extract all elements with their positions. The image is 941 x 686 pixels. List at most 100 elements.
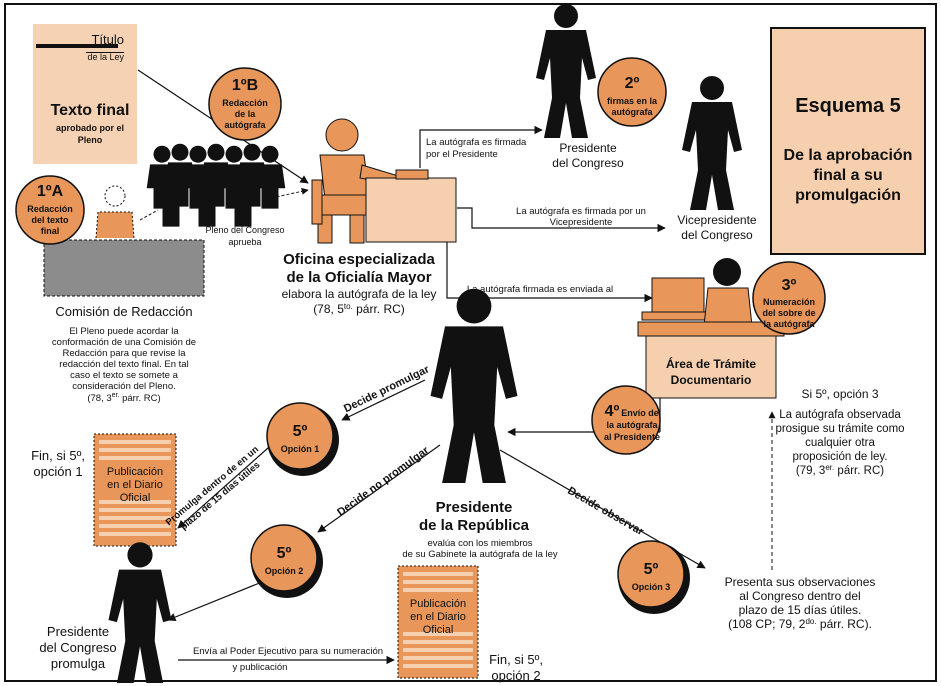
svg-text:la autógrafa: la autógrafa xyxy=(763,319,815,329)
tramite-label-1: Área de Trámite xyxy=(666,356,756,371)
pres-rep-label-2: de la República xyxy=(419,517,530,534)
document-texto-final: Título de la Ley Texto final aprobado po… xyxy=(33,24,137,164)
svg-text:Presenta sus observaciones: Presenta sus observaciones xyxy=(725,575,876,589)
svg-text:Numeración: Numeración xyxy=(763,297,815,307)
svg-text:1ºA: 1ºA xyxy=(37,183,64,200)
arrow-decide-promulgar xyxy=(341,379,426,421)
pleno-label-1: Pleno del Congreso xyxy=(205,225,284,235)
arrow-signed-pres-1: La autógrafa es firmada xyxy=(426,137,527,148)
pleno-crowd xyxy=(146,143,286,227)
svg-text:caso el texto se somete a: caso el texto se somete a xyxy=(70,370,178,381)
vicepres-label-2: del Congreso xyxy=(681,228,753,242)
svg-text:Si 5º, opción 3: Si 5º, opción 3 xyxy=(801,387,878,401)
commission-title: Comisión de Redacción xyxy=(55,304,192,319)
step-2-circle: 2º firmas en la autógrafa xyxy=(597,57,667,127)
arrow-to-tramite xyxy=(446,242,653,303)
fin2-line-2: opción 2 xyxy=(491,668,540,683)
svg-text:proposición de ley.: proposición de ley. xyxy=(792,451,887,463)
dashed-pleno-to-office xyxy=(261,187,309,201)
svg-text:del texto: del texto xyxy=(31,215,69,225)
fin1-line-1: Fin, si 5º, xyxy=(31,448,85,463)
arrow-signed-pres-2: por el Presidente xyxy=(426,149,498,160)
office-ref: (78, 5to. párr. RC) xyxy=(313,302,405,316)
office-worker xyxy=(311,118,457,244)
fin1-line-2: opción 1 xyxy=(33,464,82,479)
doc-title: Título xyxy=(91,32,124,47)
office-line-3: elabora la autógrafa de la ley xyxy=(282,287,437,301)
svg-text:en el Diario: en el Diario xyxy=(107,479,163,491)
doc-sub2: Pleno xyxy=(78,135,103,145)
title-box: Esquema 5 De la aprobación final a su pr… xyxy=(770,27,926,255)
svg-text:(79, 3er. párr. RC): (79, 3er. párr. RC) xyxy=(796,463,884,477)
title-line-3: final a su xyxy=(813,167,882,184)
observations-note: Presenta sus observaciones al Congreso d… xyxy=(725,575,876,631)
tramite-label-2: Documentario xyxy=(671,373,752,387)
svg-text:Opción 3: Opción 3 xyxy=(632,582,671,592)
pres-congreso-figure xyxy=(536,4,596,138)
arrow-signed-vice-2: Vicepresidente xyxy=(550,217,613,228)
option3-note: Si 5º, opción 3 La autógrafa observada p… xyxy=(775,387,904,477)
pres-rep-note-2: de su Gabinete la autógrafa de la ley xyxy=(402,549,558,560)
label-promulga-1: Promulga dentro de en un xyxy=(164,444,261,528)
svg-text:redacción del texto final. En: redacción del texto final. En tal xyxy=(59,359,188,370)
title-line-1: Esquema 5 xyxy=(795,95,901,117)
fin2-line-1: Fin, si 5º, xyxy=(489,652,543,667)
pres-rep-note-1: evalúa con los miembros xyxy=(427,538,532,549)
pres-republica-figure xyxy=(430,288,518,483)
vicepres-figure xyxy=(682,76,742,210)
title-line-2: De la aprobación xyxy=(784,147,913,164)
svg-text:Opción 2: Opción 2 xyxy=(265,566,304,576)
label-decide-observar: Decide observar xyxy=(565,485,646,539)
svg-text:El Pleno puede acordar la: El Pleno puede acordar la xyxy=(69,326,179,337)
label-decide-promulgar: Decide promulgar xyxy=(342,363,432,415)
title-line-4: promulgación xyxy=(795,187,901,204)
svg-text:5º: 5º xyxy=(293,423,308,440)
svg-text:cualquier otra: cualquier otra xyxy=(805,437,875,449)
label-envia-1: Envía al Poder Ejecutivo para su numerac… xyxy=(193,646,383,657)
svg-text:consideración del Pleno.: consideración del Pleno. xyxy=(72,381,176,392)
arrow-to-vicepres xyxy=(457,207,666,233)
arrow-decide-no xyxy=(317,444,441,533)
svg-text:autógrafa: autógrafa xyxy=(224,120,266,130)
prom-label-2: del Congreso xyxy=(39,640,116,655)
svg-text:Redacción: Redacción xyxy=(222,98,268,108)
svg-text:Publicación: Publicación xyxy=(107,466,163,478)
label-envia-2: y publicación xyxy=(233,662,288,673)
doc-sub1: aprobado por el xyxy=(56,123,124,133)
arrow-signed-vice-1: La autógrafa es firmada por un xyxy=(516,206,646,217)
svg-text:prosigue su trámite como: prosigue su trámite como xyxy=(775,423,904,435)
commission-table: Comisión de Redacción El Pleno puede aco… xyxy=(43,185,205,404)
svg-text:4º: 4º xyxy=(605,403,620,420)
arrow-op2-to-congreso xyxy=(167,581,263,622)
svg-text:al Congreso dentro del: al Congreso dentro del xyxy=(739,589,860,603)
option-3-circle: 5º Opción 3 xyxy=(617,540,690,614)
svg-text:al Presidente: al Presidente xyxy=(604,432,660,442)
arrow-promulga xyxy=(177,447,269,529)
svg-text:5º: 5º xyxy=(277,545,292,562)
pres-congreso-label-2: del Congreso xyxy=(552,156,624,170)
publication-1: Publicación en el Diario Oficial xyxy=(93,433,177,547)
pres-rep-label-1: Presidente xyxy=(436,499,513,516)
tramite-area: Área de Trámite Documentario xyxy=(637,258,785,399)
svg-text:Redacción: Redacción xyxy=(27,204,73,214)
step-1b-circle: 1ºB Redacción de la autógrafa xyxy=(208,67,282,141)
svg-text:Redacción para que revise la: Redacción para que revise la xyxy=(62,348,186,359)
svg-text:(78, 3er. párr. RC): (78, 3er. párr. RC) xyxy=(87,392,160,404)
svg-text:del sobre de: del sobre de xyxy=(762,308,815,318)
publication-2: Publicación en el Diario Oficial xyxy=(397,565,479,679)
pres-congreso-prom-figure xyxy=(108,542,172,683)
step-3-circle: 3º Numeración del sobre de la autógrafa xyxy=(752,261,826,335)
svg-text:en el Diario: en el Diario xyxy=(410,611,466,623)
svg-text:Envío de: Envío de xyxy=(621,408,659,418)
svg-text:firmas en la: firmas en la xyxy=(607,96,658,106)
pres-congreso-label-1: Presidente xyxy=(559,141,617,155)
svg-text:Oficial: Oficial xyxy=(120,492,151,504)
svg-text:autógrafa: autógrafa xyxy=(611,107,653,117)
svg-text:Opción 1: Opción 1 xyxy=(281,444,320,454)
doc-main: Texto final xyxy=(51,102,130,119)
svg-text:5º: 5º xyxy=(644,561,659,578)
pleno-label-2: aprueba xyxy=(228,237,261,247)
option-1-circle: 5º Opción 1 xyxy=(266,402,339,476)
arrow-sent-to: La autógrafa firmada es enviada al xyxy=(467,284,613,295)
vicepres-label-1: Vicepresidente xyxy=(677,213,756,227)
